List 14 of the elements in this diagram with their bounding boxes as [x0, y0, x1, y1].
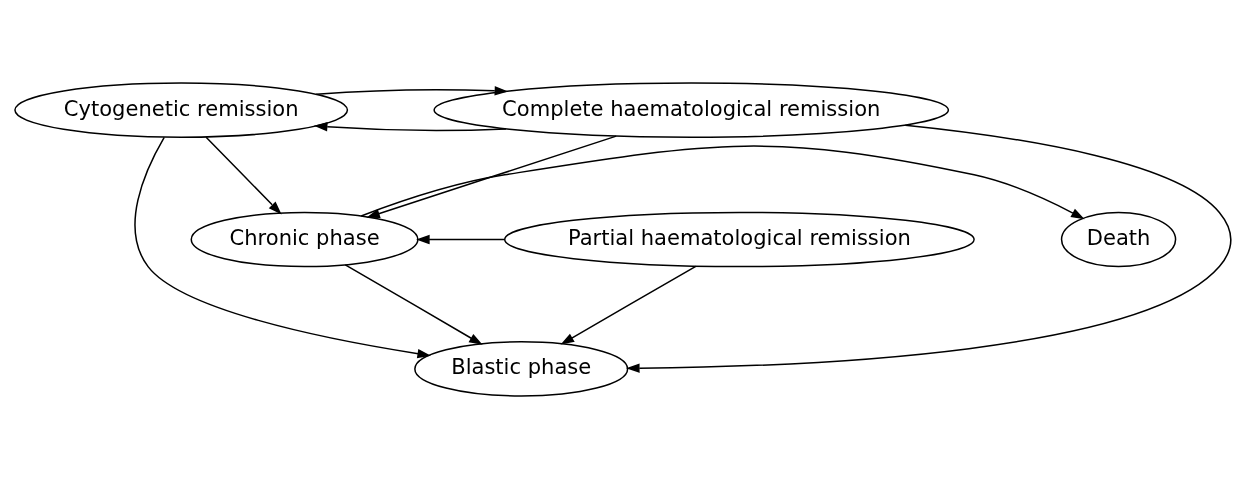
node-ellipse: Partial haematological remission — [503, 211, 975, 268]
arrow — [313, 121, 507, 132]
arrow — [416, 234, 505, 245]
arrow — [315, 86, 509, 96]
arrow — [626, 124, 1232, 373]
arrow — [134, 136, 431, 359]
node-ellipse: Complete haematological remission — [433, 82, 950, 138]
arrow — [360, 145, 1085, 220]
arrow — [366, 135, 617, 219]
arrow — [205, 136, 282, 215]
arrow — [560, 265, 697, 345]
arrow — [344, 264, 483, 345]
node-ellipse: Cytogenetic remission — [14, 82, 349, 138]
node-ellipse: Death — [1060, 211, 1177, 268]
